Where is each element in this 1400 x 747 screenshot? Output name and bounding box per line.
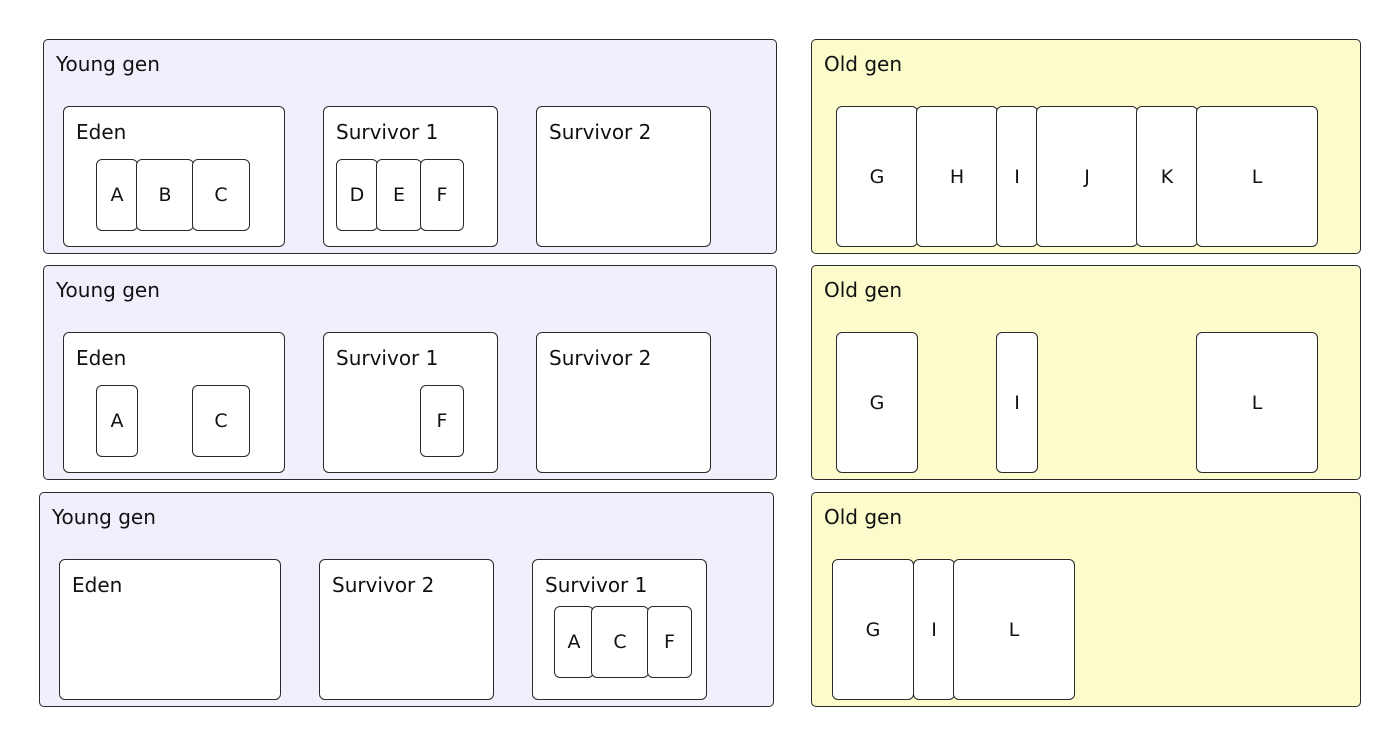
object-block: F — [420, 385, 464, 457]
object-block: C — [591, 606, 649, 678]
survivor-1-label: Survivor 1 — [336, 120, 439, 144]
survivor-2-space: Survivor 2 — [319, 559, 494, 700]
survivor-2-label: Survivor 2 — [549, 120, 652, 144]
object-block: L — [1196, 106, 1318, 247]
young-gen-panel: Young gen Eden Survivor 2 Survivor 1 A C… — [39, 492, 774, 707]
object-block: B — [136, 159, 194, 231]
object-block: I — [913, 559, 955, 700]
object-block: G — [836, 106, 918, 247]
old-gen-panel: Old gen G I L — [811, 265, 1361, 480]
object-block: F — [647, 606, 692, 678]
survivor-2-label: Survivor 2 — [332, 573, 435, 597]
survivor-1-space: Survivor 1 D E F — [323, 106, 498, 247]
old-gen-label: Old gen — [824, 52, 903, 76]
old-gen-panel: Old gen G H I J K L — [811, 39, 1361, 254]
eden-space: Eden A C — [63, 332, 285, 473]
eden-label: Eden — [72, 573, 123, 597]
object-block: E — [376, 159, 422, 231]
object-block: I — [996, 106, 1038, 247]
young-gen-label: Young gen — [56, 52, 160, 76]
object-block: A — [554, 606, 594, 678]
survivor-2-space: Survivor 2 — [536, 106, 711, 247]
object-block: C — [192, 385, 250, 457]
object-block: F — [420, 159, 464, 231]
eden-label: Eden — [76, 346, 127, 370]
object-block: K — [1136, 106, 1198, 247]
old-gen-label: Old gen — [824, 278, 903, 302]
object-block: I — [996, 332, 1038, 473]
survivor-2-label: Survivor 2 — [549, 346, 652, 370]
old-gen-panel: Old gen G I L — [811, 492, 1361, 707]
object-block: C — [192, 159, 250, 231]
object-block: H — [916, 106, 998, 247]
eden-space: Eden — [59, 559, 281, 700]
object-block: L — [1196, 332, 1318, 473]
young-gen-label: Young gen — [52, 505, 156, 529]
object-block: A — [96, 159, 138, 231]
object-block: L — [953, 559, 1075, 700]
young-gen-panel: Young gen Eden A C Survivor 1 F Survivor… — [43, 265, 777, 480]
object-block: J — [1036, 106, 1138, 247]
eden-label: Eden — [76, 120, 127, 144]
object-block: A — [96, 385, 138, 457]
old-gen-label: Old gen — [824, 505, 903, 529]
young-gen-label: Young gen — [56, 278, 160, 302]
object-block: G — [832, 559, 914, 700]
object-block: G — [836, 332, 918, 473]
object-block: D — [336, 159, 378, 231]
young-gen-panel: Young gen Eden A B C Survivor 1 D E F Su… — [43, 39, 777, 254]
survivor-1-label: Survivor 1 — [336, 346, 439, 370]
survivor-1-label: Survivor 1 — [545, 573, 648, 597]
eden-space: Eden A B C — [63, 106, 285, 247]
survivor-2-space: Survivor 2 — [536, 332, 711, 473]
survivor-1-space: Survivor 1 F — [323, 332, 498, 473]
survivor-1-space: Survivor 1 A C F — [532, 559, 707, 700]
